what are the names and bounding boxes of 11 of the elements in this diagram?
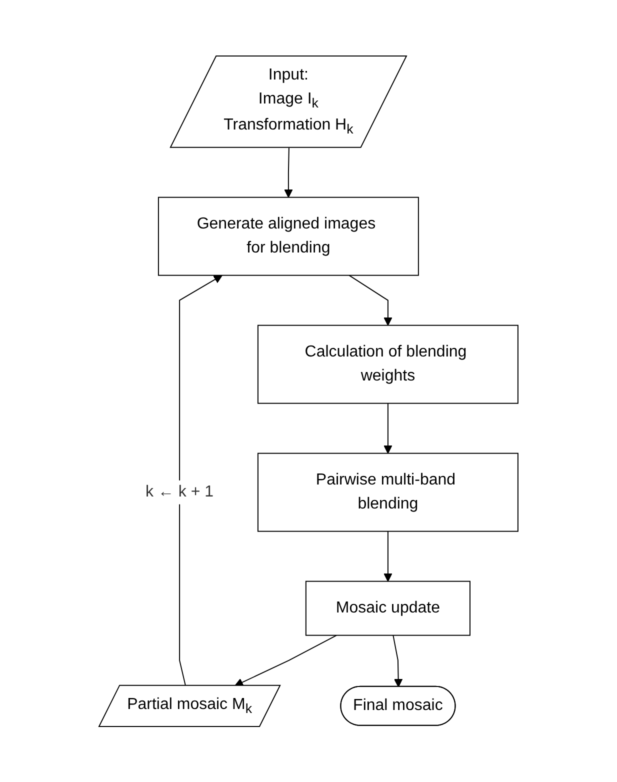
arrow [284,147,293,198]
arrow [392,634,403,688]
node-box [158,196,419,276]
node-box [257,452,518,532]
arrow [234,634,338,686]
node-box [257,324,518,404]
arrow [384,530,392,582]
arrow [179,274,222,686]
node-box [305,580,470,636]
arrow [384,402,392,454]
arrow [348,274,392,326]
